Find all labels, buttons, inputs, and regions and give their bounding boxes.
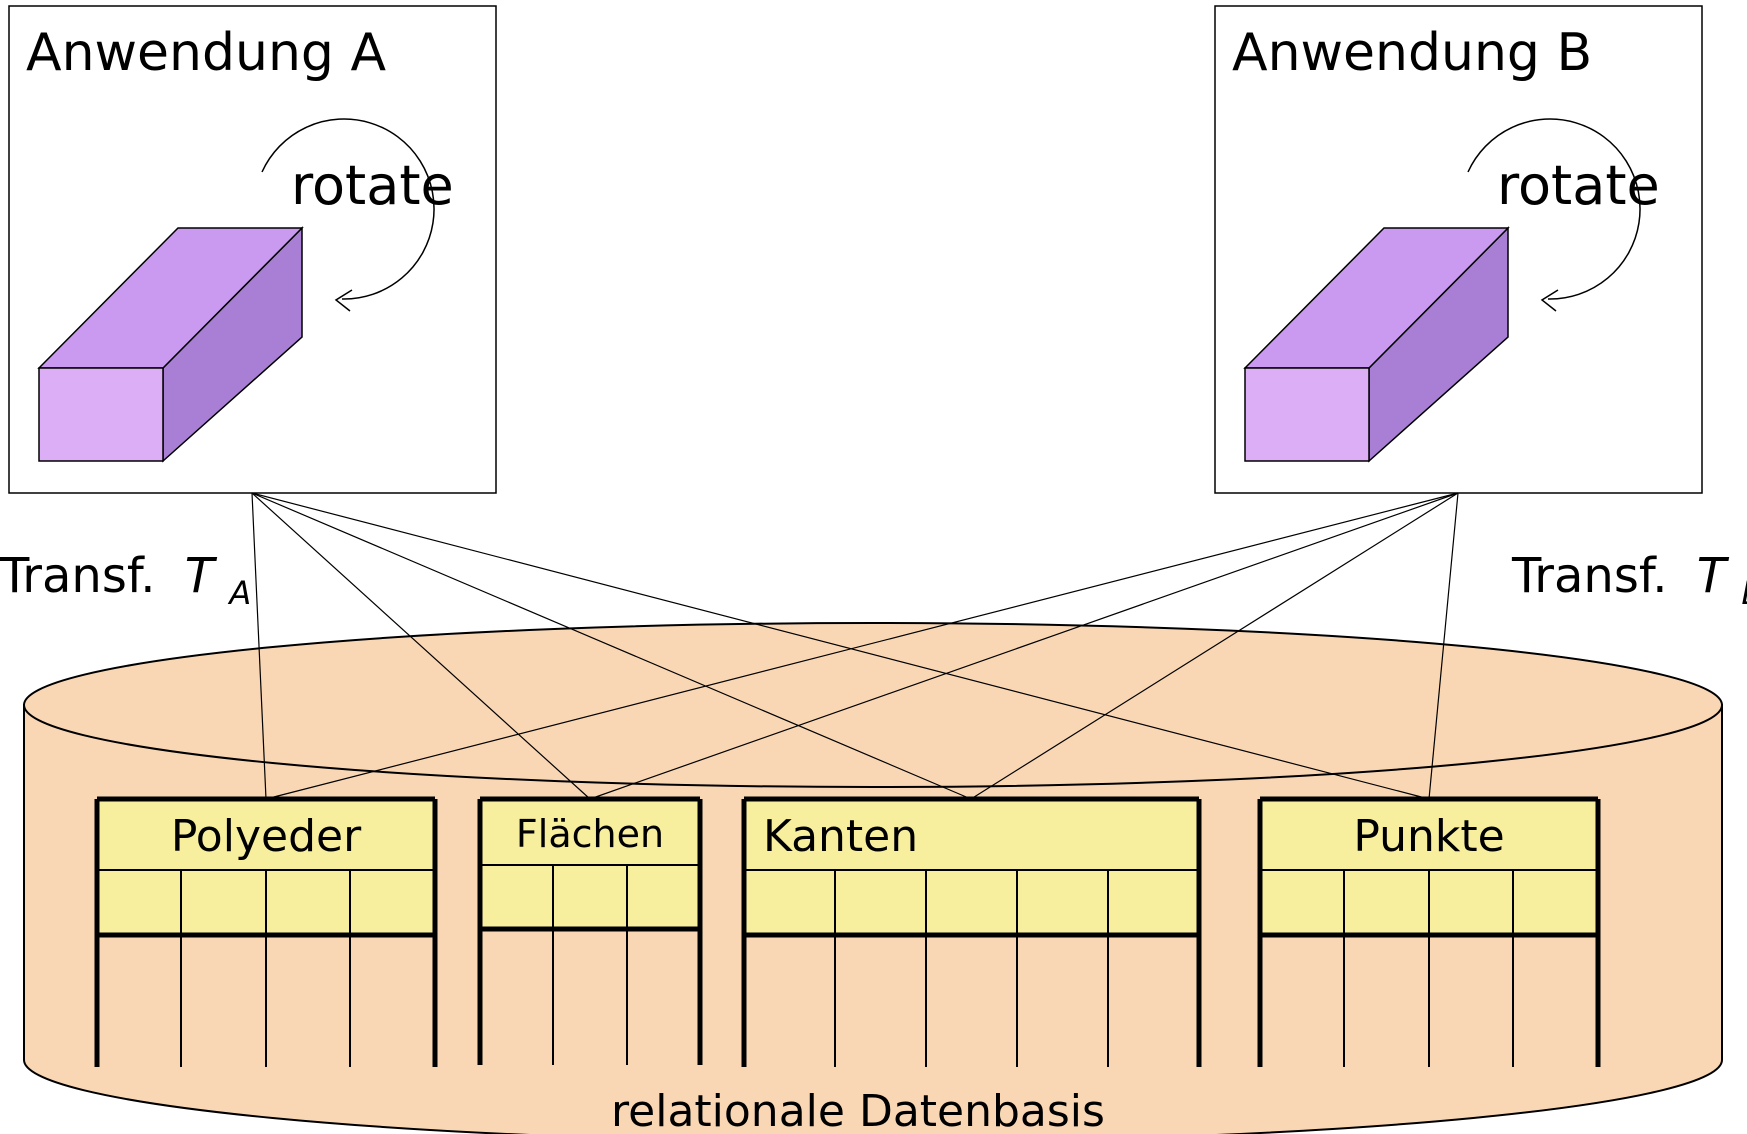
table-flaechen: Flächen: [477, 796, 703, 1065]
application-a-operation: rotate: [291, 154, 454, 217]
application-b-operation: rotate: [1497, 154, 1660, 217]
rotate-arrowhead-icon: [1540, 289, 1559, 312]
rotate-arrow-icon: [1467, 118, 1641, 300]
table-flaechen-title: Flächen: [516, 812, 664, 856]
application-b-title: Anwendung B: [1232, 23, 1592, 83]
table-kanten-title: Kanten: [763, 811, 918, 862]
mapping-lines-b: [265, 492, 1459, 800]
table-polyeder-title: Polyeder: [171, 811, 362, 862]
application-a-title: Anwendung A: [26, 23, 386, 83]
table-polyeder: Polyeder: [94, 796, 438, 1067]
table-punkte-title: Punkte: [1353, 811, 1504, 862]
cylinder-top: [23, 622, 1723, 788]
cuboid-b-icon: [1243, 226, 1510, 463]
table-punkte: Punkte: [1257, 796, 1601, 1067]
cuboid-a-icon: [37, 226, 304, 463]
transform-a-label: Transf. T A: [0, 548, 251, 612]
rotate-arrowhead-icon: [334, 289, 353, 312]
database-label: relationale Datenbasis: [611, 1086, 1105, 1134]
application-b: Anwendung B rotate: [1214, 5, 1703, 494]
mapping-lines-a: [251, 492, 1430, 800]
rotate-arrow-icon: [261, 118, 435, 300]
transform-b-label: Transf. T B: [1511, 548, 1747, 612]
application-a: Anwendung A rotate: [8, 5, 497, 494]
